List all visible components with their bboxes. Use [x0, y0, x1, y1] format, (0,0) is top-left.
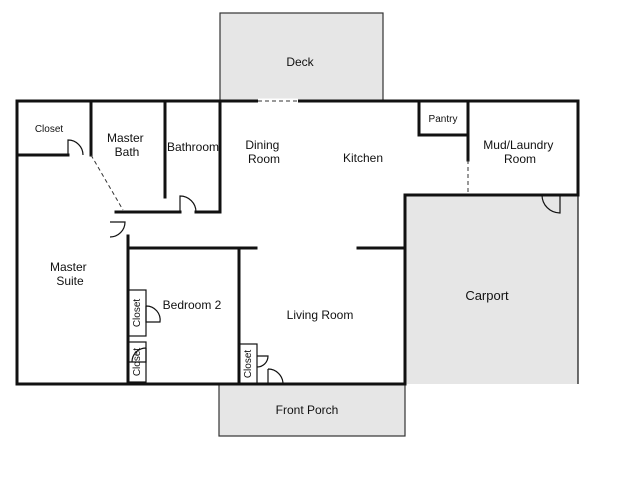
label-master-bath-line1: Master: [107, 131, 144, 145]
label-master-bath: Master Bath: [107, 131, 147, 159]
label-closet-bed2-lower: Closet: [132, 348, 143, 377]
label-master-suite: Master Suite: [50, 260, 90, 288]
carport-area: [405, 195, 578, 384]
front-porch-area: [218, 383, 406, 437]
label-front-porch: Front Porch: [276, 403, 339, 417]
label-carport: Carport: [465, 288, 509, 303]
label-closet-bed2-upper: Closet: [132, 299, 143, 328]
deck-area: [219, 12, 384, 102]
interior-walls: [15, 99, 470, 386]
label-master-bath-line2: Bath: [115, 145, 140, 159]
label-deck: Deck: [286, 55, 314, 69]
label-dining-room-line1: Dining: [245, 138, 279, 152]
label-mud-laundry-line2: Room: [504, 152, 536, 166]
label-closet-entry: Closet: [243, 350, 254, 379]
label-living-room: Living Room: [287, 308, 354, 322]
label-kitchen: Kitchen: [343, 151, 383, 165]
label-master-suite-line2: Suite: [56, 274, 84, 288]
label-mud-laundry: Mud/Laundry Room: [483, 138, 556, 166]
exterior-walls: [15, 99, 580, 386]
label-closet-master: Closet: [35, 124, 64, 135]
label-mud-laundry-line1: Mud/Laundry: [483, 138, 553, 152]
label-pantry: Pantry: [429, 114, 458, 125]
master-bath-opening: [90, 154, 124, 211]
door-swings: [67, 139, 561, 385]
label-dining-room: Dining Room: [245, 138, 282, 166]
label-dining-room-line2: Room: [248, 152, 280, 166]
label-bathroom: Bathroom: [167, 140, 219, 154]
label-master-suite-line1: Master: [50, 260, 87, 274]
label-bedroom-2: Bedroom 2: [163, 298, 222, 312]
